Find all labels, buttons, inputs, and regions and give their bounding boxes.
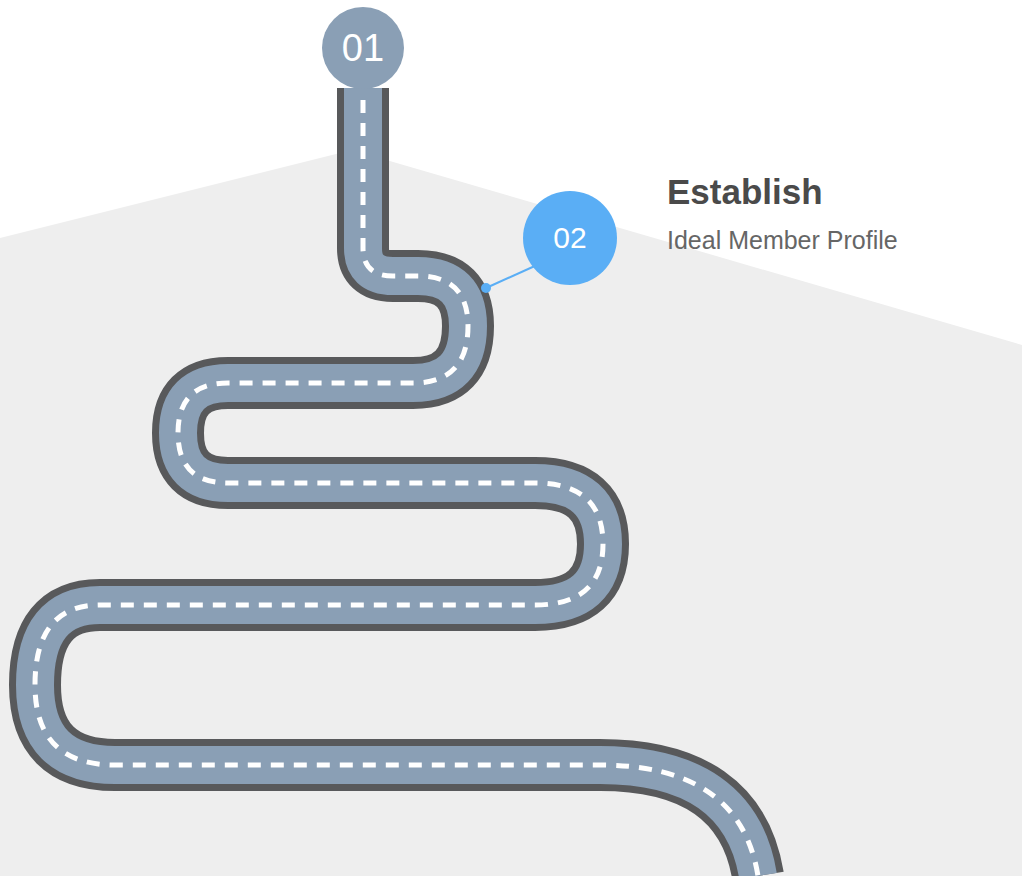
step-description: Ideal Member Profile xyxy=(667,226,898,255)
milestone-number: 02 xyxy=(553,221,586,255)
milestone-circle: 02 xyxy=(523,191,617,285)
leader-dot xyxy=(481,283,491,293)
step-heading: Establish xyxy=(667,172,823,212)
leader-line xyxy=(486,265,537,288)
road-edge xyxy=(35,88,758,876)
milestone-circle: 01 xyxy=(322,7,404,89)
lane-dashes xyxy=(35,100,758,876)
road xyxy=(35,88,758,876)
milestone-number: 01 xyxy=(342,27,384,70)
road-surface xyxy=(35,88,758,876)
